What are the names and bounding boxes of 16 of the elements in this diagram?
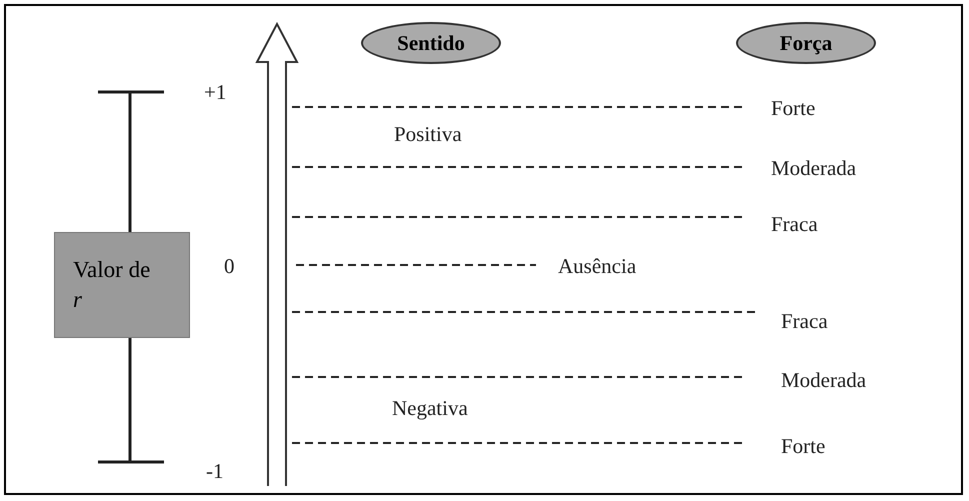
direction-label: Negativa xyxy=(392,398,468,419)
direction-label: Ausência xyxy=(558,256,636,277)
scale-value: 0 xyxy=(224,256,234,277)
strength-label: Moderada xyxy=(781,370,866,391)
strength-label: Moderada xyxy=(771,158,856,179)
strength-label: Fraca xyxy=(771,214,818,235)
heading-text: Sentido xyxy=(397,30,465,56)
direction-label: Positiva xyxy=(394,124,462,145)
value-box xyxy=(54,232,190,338)
strength-label: Forte xyxy=(771,98,816,119)
scale-value: +1 xyxy=(204,82,226,103)
strength-label: Forte xyxy=(781,436,826,457)
scale-value: -1 xyxy=(206,461,224,482)
heading-text: Força xyxy=(780,30,832,56)
box-label: Valor de r xyxy=(73,256,152,314)
strength-label: Fraca xyxy=(781,311,828,332)
